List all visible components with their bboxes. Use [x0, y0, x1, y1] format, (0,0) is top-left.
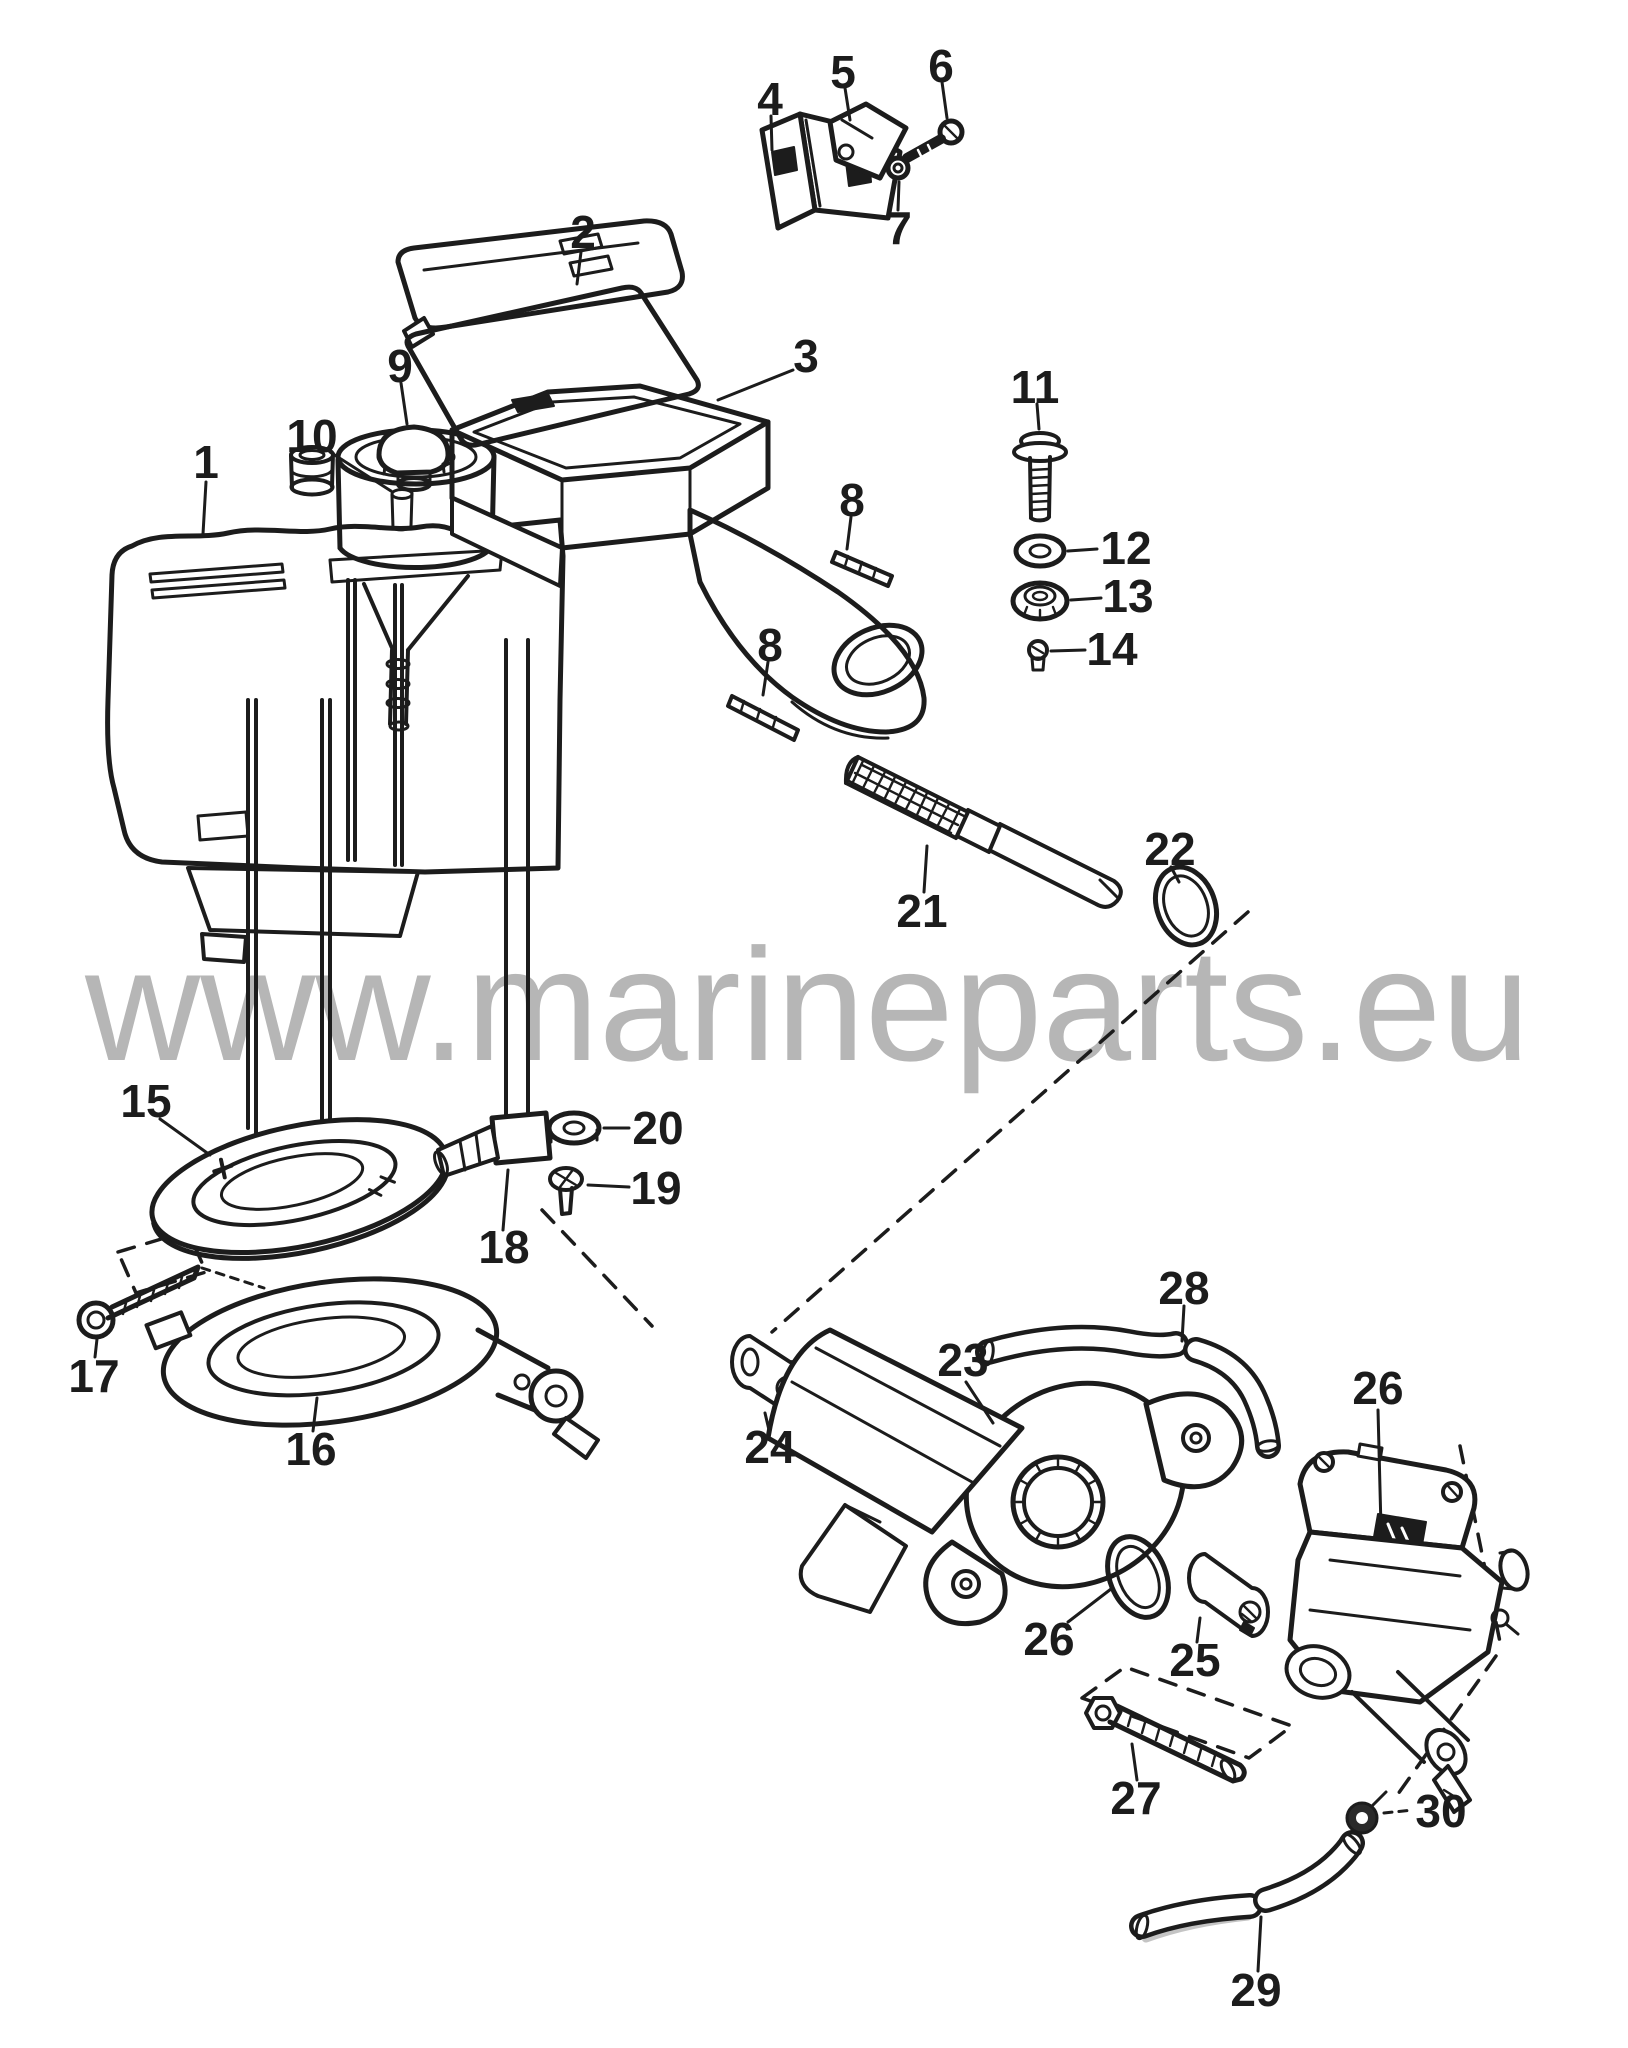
- callout-12: 12: [1100, 522, 1151, 574]
- tank-slots: [148, 562, 287, 600]
- callout-22: 22: [1144, 823, 1195, 875]
- strainer-gasket: [149, 1117, 451, 1261]
- filler-cap: [376, 424, 451, 492]
- callout-6: 6: [928, 40, 954, 92]
- callout-24: 24: [744, 1421, 796, 1473]
- pump-bolt-27: [1084, 1696, 1247, 1784]
- callout-28: 28: [1158, 1262, 1209, 1314]
- callout-5: 5: [830, 46, 856, 98]
- callout-14: 14: [1086, 623, 1138, 675]
- callout-25: 25: [1169, 1634, 1220, 1686]
- dowel-pin-upper: [830, 550, 894, 588]
- oil-tank: [105, 517, 566, 1142]
- callout-23: 23: [937, 1334, 988, 1386]
- tank-outlet-tubes: [246, 578, 530, 1142]
- callout-4: 4: [757, 73, 783, 125]
- callout-16: 16: [285, 1423, 336, 1475]
- mount-bolt-11: [1012, 431, 1068, 523]
- o-ring-26: [1105, 1534, 1171, 1620]
- callout-13: 13: [1102, 570, 1153, 622]
- callout-20: 20: [632, 1102, 683, 1154]
- cap-seat-neck: [289, 445, 335, 497]
- callout-18: 18: [478, 1221, 529, 1273]
- callout-26-oring: 26: [1023, 1613, 1074, 1665]
- callout-29: 29: [1230, 1964, 1281, 2016]
- cover-gasket: [404, 284, 701, 448]
- oil-pump-assembly: [1284, 1442, 1530, 1814]
- callout-30: 30: [1415, 1785, 1466, 1837]
- callout-11: 11: [1011, 361, 1060, 413]
- nut-30: [1345, 1790, 1388, 1835]
- nut-20: [546, 1110, 602, 1146]
- dowel-pin-lower: [726, 694, 800, 742]
- washer-7: [885, 155, 911, 181]
- spacer-25: [1187, 1552, 1270, 1638]
- screw-6: [902, 118, 965, 163]
- callout-15: 15: [120, 1075, 171, 1127]
- screw-14: [1027, 639, 1049, 672]
- callout-17: 17: [68, 1350, 119, 1402]
- callout-10: 10: [286, 410, 337, 462]
- watermark-text: www.marineparts.eu: [84, 915, 1530, 1094]
- reservoir-tray: [449, 383, 927, 740]
- callout-9: 9: [387, 340, 413, 392]
- washer-12: [1013, 533, 1067, 569]
- anchor-plate: [827, 101, 909, 181]
- callout-2: 2: [570, 206, 596, 258]
- tank-sump: [186, 866, 420, 938]
- grommet-13: [1010, 580, 1070, 622]
- callout-26-pump: 26: [1352, 1362, 1403, 1414]
- callout-8a: 8: [839, 474, 865, 526]
- callout-27: 27: [1110, 1772, 1161, 1824]
- driveshaft-housing: [765, 1327, 1245, 1627]
- callout-21: 21: [896, 885, 947, 937]
- bolt-17: [76, 1264, 201, 1340]
- mounting-lobe: [687, 507, 927, 735]
- callout-19: 19: [630, 1162, 681, 1214]
- outlet-fitting: [433, 1110, 553, 1178]
- callout-7: 7: [886, 202, 912, 254]
- driveshaft: [843, 755, 1123, 909]
- adapter-bracket: [144, 1276, 600, 1460]
- vent-grommet: [390, 488, 414, 532]
- screw-19: [548, 1166, 584, 1216]
- callout-8b: 8: [757, 619, 783, 671]
- callout-3: 3: [793, 330, 819, 382]
- callout-numbers: 1 2 3 4 5 6 7 8 8 9 10 11 12 13 14 15 16…: [68, 40, 1466, 2016]
- callout-leader-lines: [93, 80, 1415, 1973]
- callout-1: 1: [193, 436, 219, 488]
- oil-hose-29: [1129, 1830, 1365, 1943]
- oil-hose-28: [975, 1324, 1281, 1459]
